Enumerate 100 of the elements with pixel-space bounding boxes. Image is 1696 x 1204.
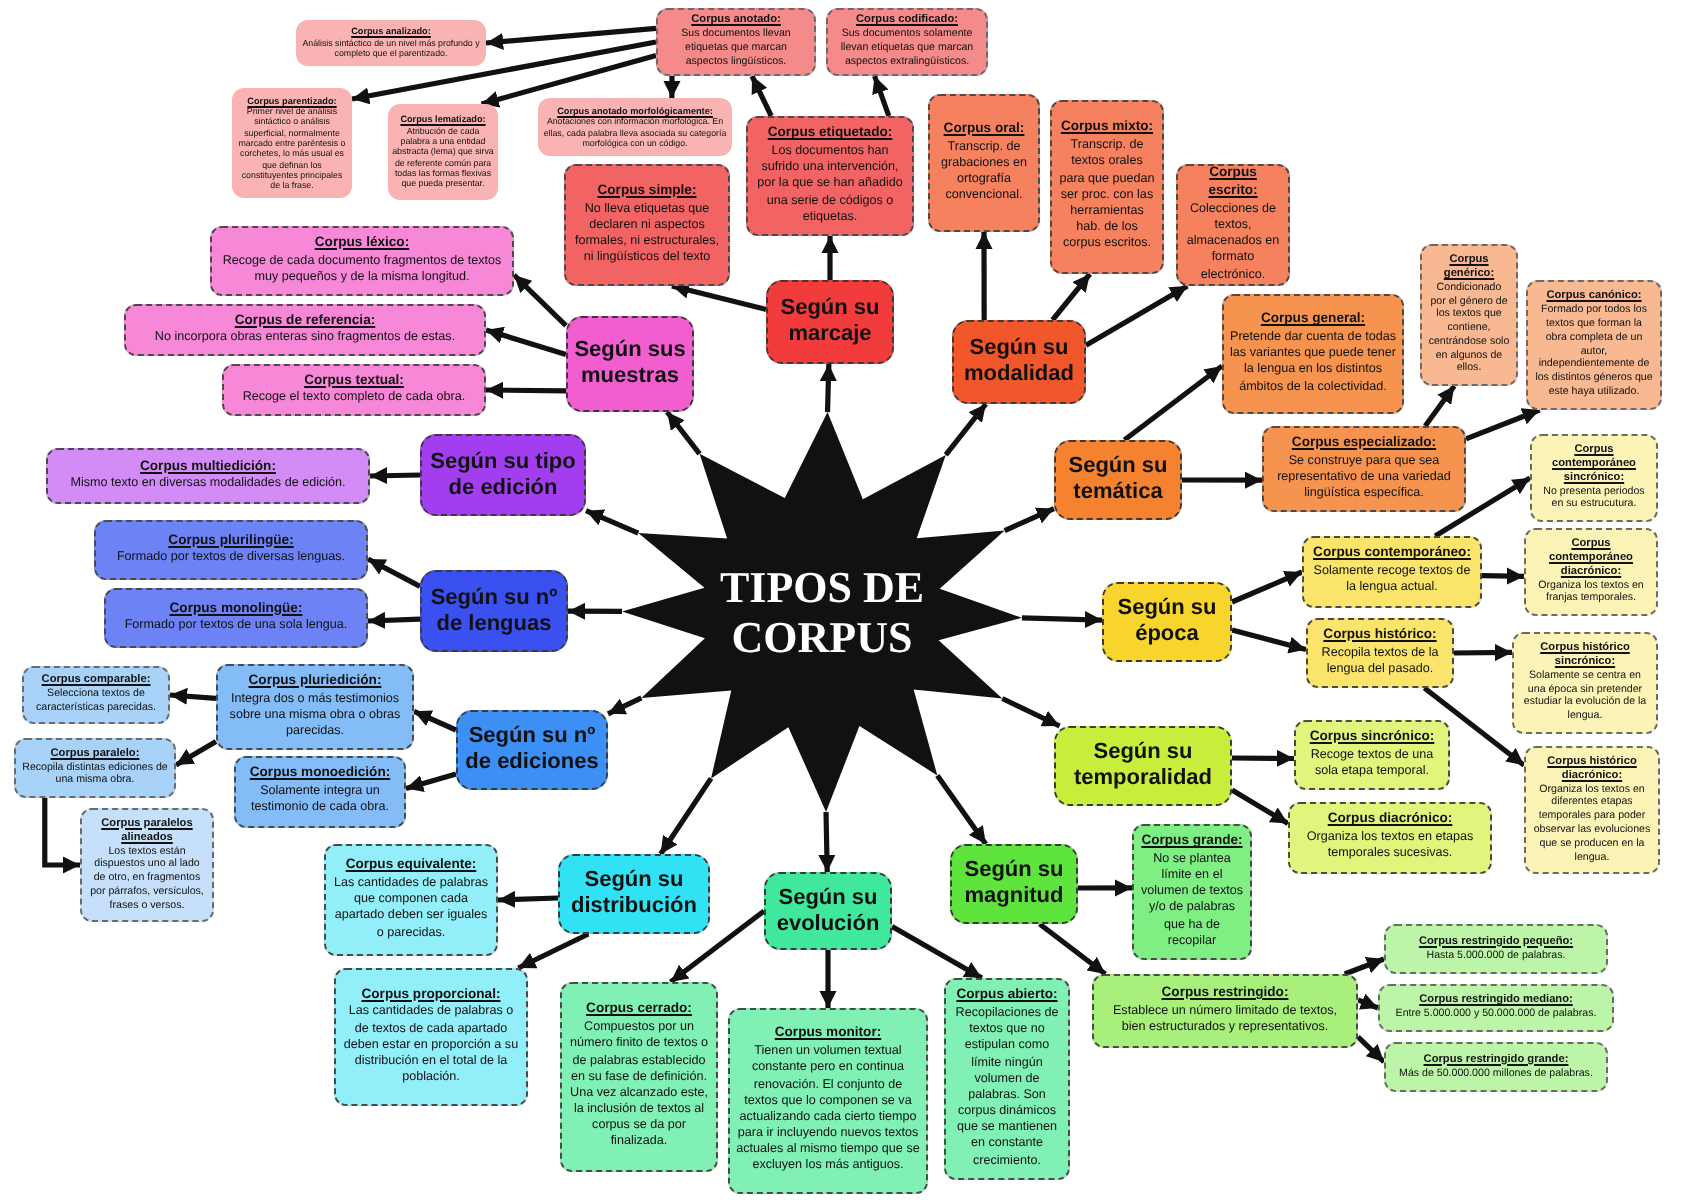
arrow [1433,475,1532,539]
arrow [1084,283,1189,348]
category-box [950,844,1078,924]
arrow [890,924,984,981]
arrow [663,76,681,98]
arrow [1453,644,1513,662]
definition-card [728,1008,928,1194]
definition-card [22,666,170,724]
arrow [485,326,567,357]
arrow [1357,993,1379,1011]
category-box [558,854,710,934]
arrow [568,602,622,620]
arrow [1423,384,1457,428]
arrow [749,74,774,118]
definition-card [1294,720,1450,790]
category-label: Según su tipo de edición [428,449,578,501]
definition-card [826,8,988,76]
arrow [480,53,657,108]
arrow [1230,787,1290,826]
arrow [669,908,766,985]
definition-card [1092,974,1358,1048]
arrow [369,467,421,485]
arrow [367,611,421,629]
arrow [42,798,80,874]
category-label: Según su evolución [774,885,882,937]
category-label: Según su nº de lenguas [428,585,560,637]
arrow [174,739,218,768]
category-label: Según su nº de ediciones [464,724,600,776]
definition-card [388,104,498,200]
definition-card [746,116,914,236]
definition-card [296,20,486,66]
arrow [351,39,657,105]
category-label: Según su temática [1066,454,1170,506]
category-box [766,280,894,364]
definition-card [656,8,816,76]
definition-card [334,968,528,1106]
definition-card [1050,100,1164,274]
definition-card [1302,536,1482,608]
definition-card [1288,802,1492,874]
arrow [405,771,457,792]
arrow [1050,272,1092,322]
definition-card [232,88,352,198]
arrow [1230,569,1304,605]
definition-card [124,304,486,356]
arrow [1356,1035,1386,1064]
category-label: Según su modalidad [961,336,1076,388]
category-box [1054,726,1232,806]
arrow [821,236,839,280]
definition-card [538,98,732,156]
definition-card [234,756,406,828]
arrow [169,687,217,705]
definition-card [1524,746,1660,874]
arrow [1182,471,1262,489]
arrow [1343,956,1385,977]
definition-card [94,520,368,580]
category-box [420,434,586,516]
arrow [1232,749,1294,767]
definition-card [1530,434,1658,522]
arrow [485,25,657,51]
category-box [1102,582,1232,662]
arrow [1231,627,1307,654]
category-box [566,316,694,412]
definition-card [560,982,718,1172]
category-label: Según su época [1115,596,1219,648]
arrow [671,281,767,312]
category-box [420,570,568,652]
arrow [606,695,643,717]
definition-card [1306,618,1454,688]
definition-card [564,164,730,286]
definition-card [944,978,1070,1180]
definition-card [928,94,1040,232]
arrow [366,556,422,589]
arrow [412,708,458,733]
category-box [764,872,892,950]
category-label: Según su magnitud [962,858,1066,910]
arrow [819,363,837,413]
definition-card [1176,164,1290,286]
arrow [497,890,559,908]
definition-card [1526,280,1662,410]
arrow [1038,921,1107,977]
definition-card [1378,984,1614,1032]
definition-card [216,664,414,750]
arrow [935,773,988,846]
category-box [952,320,1086,404]
arrow [1422,685,1526,768]
arrow [1465,407,1541,442]
definition-card [1512,632,1658,734]
category-label: Según su temporalidad [1071,740,1215,792]
definition-card [1420,244,1518,386]
arrow [818,811,836,873]
definition-card [1524,528,1658,616]
arrow [1021,611,1103,629]
center-title: TIPOS DE CORPUS [717,561,927,663]
arrow [584,508,640,536]
arrow [658,776,714,856]
arrow [1122,363,1224,443]
arrow [665,410,702,456]
definition-card [1222,294,1404,414]
arrow [485,381,567,399]
definition-card [14,738,176,798]
